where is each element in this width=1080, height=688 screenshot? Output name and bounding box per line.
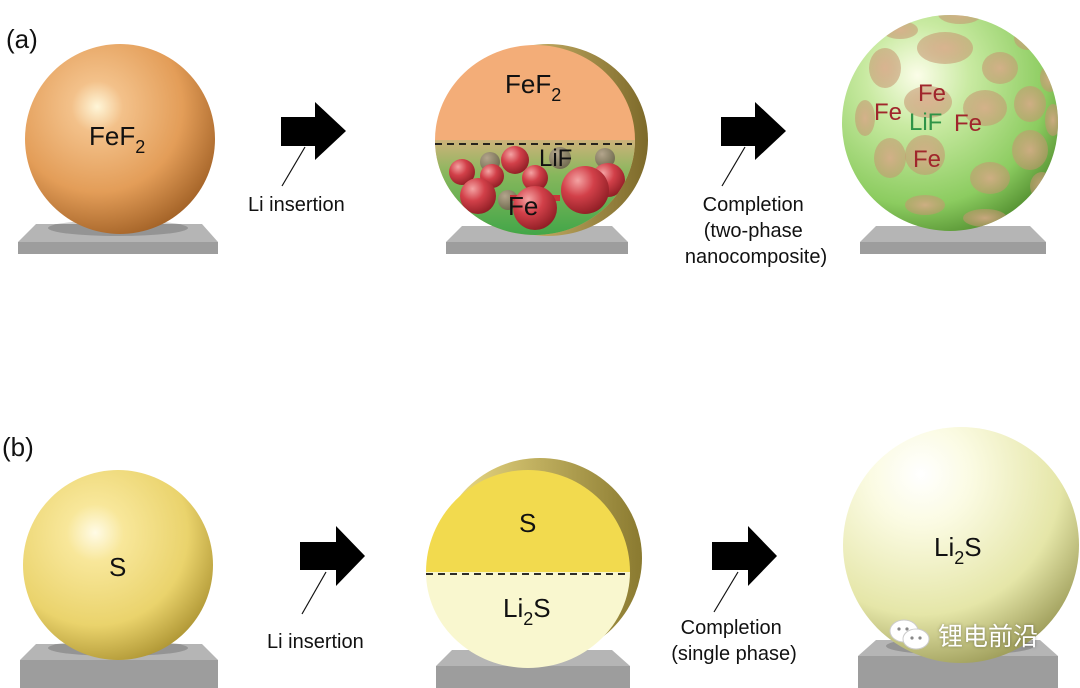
- fe-label: Fe: [913, 146, 941, 173]
- fe-domains: [855, 15, 1058, 227]
- platform-edge: [20, 660, 218, 688]
- right-arrow-icon: [281, 102, 346, 160]
- panel-a-arrow-completion: Completion (two-phase nanocomposite): [685, 102, 827, 268]
- li2s-label: Li2S: [503, 593, 551, 629]
- panel-b-stage3-li2s-particle: Li2S: [843, 427, 1079, 688]
- arrow-caption: Completion (single phase): [671, 617, 797, 665]
- fef2-label: FeF2: [505, 69, 561, 105]
- fef2-sphere: [25, 44, 215, 234]
- right-arrow-icon: [300, 526, 365, 586]
- panel-b-arrow-completion: Completion (single phase): [671, 526, 797, 665]
- leader-line: [713, 571, 739, 613]
- fe-label: Fe: [508, 191, 538, 221]
- panel-a-label: (a): [6, 24, 38, 54]
- leader-line: [281, 146, 306, 187]
- fef2-label: FeF2: [89, 121, 145, 157]
- lif-label: LiF: [909, 109, 942, 136]
- fe-nanoparticles: [449, 146, 625, 230]
- sulfur-sphere: [23, 470, 213, 660]
- platform-edge: [860, 242, 1046, 254]
- platform-edge: [446, 242, 628, 254]
- panel-a-stage2-partially-lithiated: FeF2 LiF Fe: [435, 44, 648, 254]
- watermark-text: 锂电前沿: [938, 622, 1039, 651]
- platform-edge: [18, 242, 218, 254]
- fe-label: Fe: [918, 80, 946, 107]
- panel-b-arrow-li-insertion: Li insertion: [267, 526, 365, 653]
- leader-line: [301, 571, 327, 615]
- sulfur-region: [426, 470, 630, 572]
- wechat-icon: [889, 619, 930, 650]
- li2s-sphere: [843, 427, 1079, 663]
- lif-label: LiF: [539, 145, 572, 172]
- panel-a-stage1-fef2-particle: FeF2: [18, 44, 218, 254]
- panel-a-arrow-li-insertion: Li insertion: [248, 102, 346, 216]
- leader-line: [721, 146, 746, 187]
- panel-a-stage3-nanocomposite-particle: Fe Fe LiF Fe Fe: [842, 15, 1058, 254]
- panel-b-label: (b): [2, 432, 34, 462]
- platform: [860, 226, 1046, 242]
- right-arrow-icon: [721, 102, 786, 160]
- arrow-caption: Li insertion: [267, 631, 364, 653]
- fe-label: Fe: [874, 99, 902, 126]
- li2s-label: Li2S: [934, 532, 982, 568]
- right-arrow-icon: [712, 526, 777, 586]
- panel-b-stage2-partially-lithiated: S Li2S: [426, 458, 642, 688]
- s-label: S: [109, 552, 126, 582]
- arrow-caption: Completion (two-phase nanocomposite): [685, 194, 827, 268]
- s-label: S: [519, 508, 536, 538]
- fe-label: Fe: [954, 110, 982, 137]
- watermark: 锂电前沿: [888, 617, 1038, 653]
- platform-edge: [436, 666, 630, 688]
- li2s-region: [426, 572, 630, 668]
- panel-b-stage1-sulfur-particle: S: [20, 470, 218, 688]
- arrow-caption: Li insertion: [248, 194, 345, 216]
